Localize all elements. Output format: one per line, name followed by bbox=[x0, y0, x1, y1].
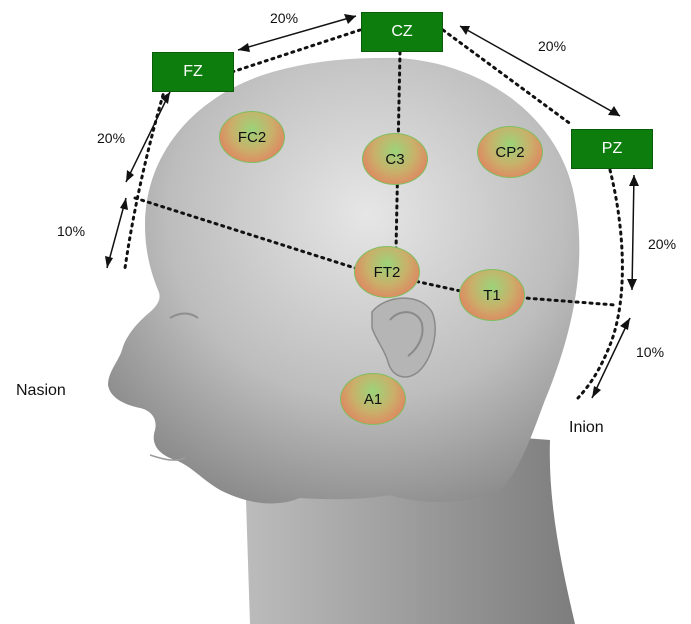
electrode-fc2: FC2 bbox=[219, 111, 285, 163]
inion-label: Inion bbox=[569, 419, 604, 437]
arrow-back-inion bbox=[592, 318, 630, 398]
pct-cz-pz: 20% bbox=[538, 38, 566, 54]
electrode-c3: C3 bbox=[362, 133, 428, 185]
pct-fz-front: 20% bbox=[97, 130, 125, 146]
box-cz: CZ bbox=[361, 12, 443, 52]
electrode-a1: A1 bbox=[340, 373, 406, 425]
electrode-cp2: CP2 bbox=[477, 126, 543, 178]
electrode-t1: T1 bbox=[459, 269, 525, 321]
pct-pz-back: 20% bbox=[648, 236, 676, 252]
pct-front-nasion: 10% bbox=[57, 223, 85, 239]
box-pz: PZ bbox=[571, 129, 653, 169]
electrode-ft2: FT2 bbox=[354, 246, 420, 298]
pct-fz-cz: 20% bbox=[270, 10, 298, 26]
box-fz: FZ bbox=[152, 52, 234, 92]
nasion-label: Nasion bbox=[16, 382, 66, 400]
pct-back-inion: 10% bbox=[636, 344, 664, 360]
arrow-pz-back bbox=[632, 175, 634, 290]
dotted-back-arc bbox=[578, 170, 622, 398]
